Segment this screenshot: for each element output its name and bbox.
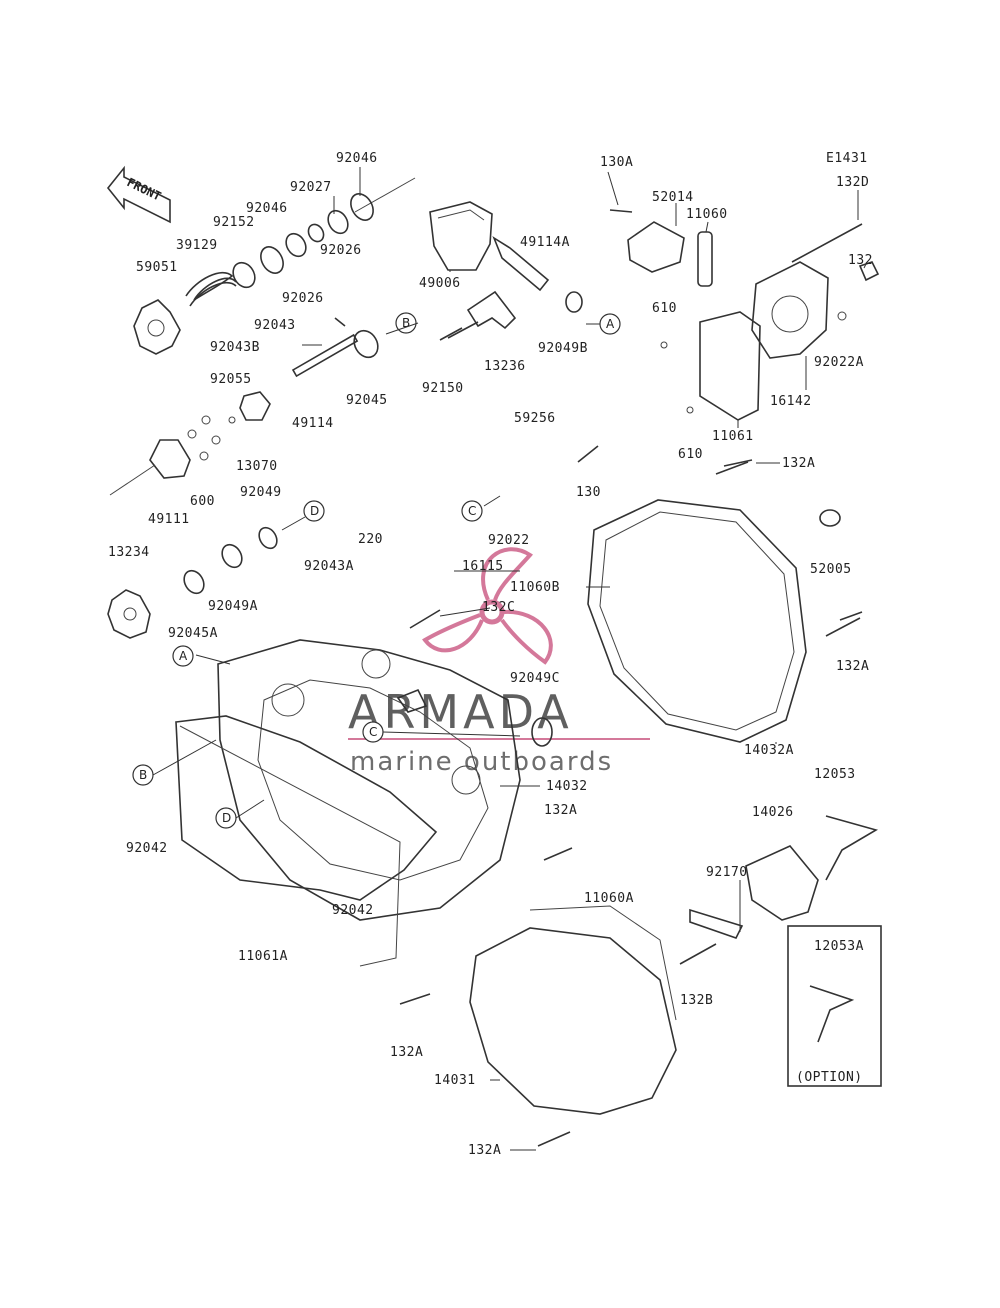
part-label: 92046 — [336, 151, 378, 166]
part-label: 11061 — [712, 429, 754, 444]
part-label: 92046 — [246, 201, 288, 216]
part-label: 92043A — [304, 559, 354, 574]
part-label: 132A — [468, 1143, 501, 1158]
svg-text:C: C — [369, 725, 377, 739]
part-labels: 92046 92027 92046 92152 39129 59051 9202… — [108, 151, 873, 1158]
part-label: 16115 — [462, 559, 504, 574]
part-label: 92042 — [332, 903, 374, 918]
part-label: 92170 — [706, 865, 748, 880]
part-label: 92045A — [168, 626, 218, 641]
water-pump-cover-drawing — [609, 209, 880, 421]
part-label: 92150 — [422, 381, 464, 396]
front-label: FRONT — [125, 175, 164, 203]
part-label: 130 — [576, 485, 601, 500]
part-label: 132A — [782, 456, 815, 471]
clutch-cover-drawing — [587, 459, 863, 743]
part-label: 92049A — [208, 599, 258, 614]
part-label: 132D — [836, 175, 869, 190]
part-label: 610 — [678, 447, 703, 462]
ref-marker-c-1: C — [461, 500, 483, 522]
part-label: 600 — [190, 494, 215, 509]
ref-marker-d-1: D — [303, 500, 325, 522]
part-label: 92026 — [320, 243, 362, 258]
diagram-id: E1431 — [826, 151, 868, 166]
part-label: 49114 — [292, 416, 334, 431]
part-label: 92026 — [282, 291, 324, 306]
part-label: 220 — [358, 532, 383, 547]
oil-pump-drawing — [429, 201, 583, 339]
ref-marker-b-1: B — [395, 312, 417, 334]
svg-text:B: B — [402, 316, 410, 330]
part-label: 130A — [600, 155, 633, 170]
shaft-assembly-drawing — [107, 177, 416, 639]
part-label: 132 — [848, 253, 873, 268]
part-label: 49114A — [520, 235, 570, 250]
leader-lines — [152, 167, 867, 1151]
option-label: (OPTION) — [796, 1070, 863, 1085]
part-label: 52014 — [652, 190, 694, 205]
part-label: 92043B — [210, 340, 260, 355]
part-label: 59256 — [514, 411, 556, 426]
part-label: 59051 — [136, 260, 178, 275]
part-label: 132A — [836, 659, 869, 674]
watermark-tagline: marine outboards — [350, 747, 613, 777]
svg-text:D: D — [310, 504, 319, 518]
part-label: 12053 — [814, 767, 856, 782]
part-label: 39129 — [176, 238, 218, 253]
part-label: 11060B — [510, 580, 560, 595]
part-label: 14031 — [434, 1073, 476, 1088]
part-label: 92022 — [488, 533, 530, 548]
part-label: 14026 — [752, 805, 794, 820]
svg-text:B: B — [139, 768, 147, 782]
part-label: 132A — [390, 1045, 423, 1060]
propeller-icon — [422, 547, 553, 665]
part-label: 92027 — [290, 180, 332, 195]
part-label: 14032A — [744, 743, 794, 758]
part-label: 92049 — [240, 485, 282, 500]
part-label: 132C — [482, 600, 515, 615]
svg-text:A: A — [606, 317, 615, 331]
part-label: 610 — [652, 301, 677, 316]
ref-marker-a-2: A — [172, 645, 194, 667]
crankcase-drawing — [175, 639, 553, 967]
svg-text:C: C — [468, 504, 476, 518]
ref-marker-a-1: A — [599, 313, 621, 335]
part-label: 11060A — [584, 891, 634, 906]
generator-cover-drawing — [469, 905, 677, 1115]
part-label: 92055 — [210, 372, 252, 387]
part-label: 92022A — [814, 355, 864, 370]
part-label: 92045 — [346, 393, 388, 408]
part-label: 92042 — [126, 841, 168, 856]
part-label: 49006 — [419, 276, 461, 291]
ref-marker-d-2: D — [215, 807, 237, 829]
part-label: 13070 — [236, 459, 278, 474]
bracket-drawing — [689, 815, 882, 1087]
part-label: 132A — [544, 803, 577, 818]
ref-marker-c-2: C — [362, 721, 384, 743]
ref-marker-b-2: B — [132, 764, 154, 786]
part-label: 16142 — [770, 394, 812, 409]
bolts-drawing — [399, 327, 861, 1147]
front-arrow-icon: FRONT — [106, 165, 171, 224]
part-label: 12053A — [814, 939, 864, 954]
part-label: 92043 — [254, 318, 296, 333]
part-label: 92049C — [510, 671, 560, 686]
part-label: 14032 — [546, 779, 588, 794]
svg-text:A: A — [179, 649, 188, 663]
part-label: 49111 — [148, 512, 190, 527]
svg-text:D: D — [222, 811, 231, 825]
part-label: 11061A — [238, 949, 288, 964]
part-label: 13234 — [108, 545, 150, 560]
part-label: 11060 — [686, 207, 728, 222]
part-label: 92049B — [538, 341, 588, 356]
part-label: 92152 — [213, 215, 255, 230]
part-label: 52005 — [810, 562, 852, 577]
part-label: 132B — [680, 993, 713, 1008]
part-label: 13236 — [484, 359, 526, 374]
watermark-logo: ARMADA marine outboards — [348, 547, 650, 777]
